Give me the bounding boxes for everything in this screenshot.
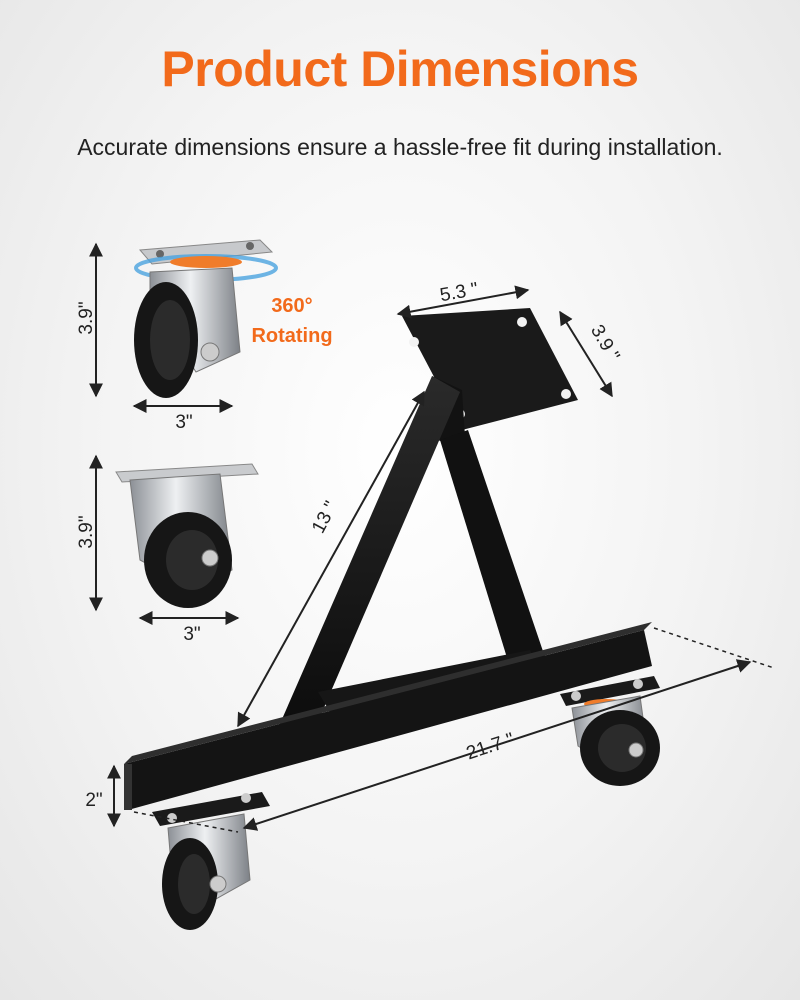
rotation-text-label: Rotating: [251, 325, 332, 347]
plate-width-label: 5.3 ": [438, 279, 480, 306]
base-length-label: 21.7 ": [464, 729, 517, 764]
swivel-width-label: 3": [175, 412, 192, 433]
base-height-label: 2": [85, 790, 102, 811]
fixed-caster: [115, 463, 259, 608]
plate-depth-label: 3.9 ": [586, 321, 623, 365]
page-title: Product Dimensions: [161, 41, 639, 97]
rotation-degrees-label: 360°: [271, 295, 312, 317]
swivel-caster: [134, 239, 278, 398]
page-subtitle: Accurate dimensions ensure a hassle-free…: [77, 134, 723, 160]
fixed-height-label: 3.9": [76, 515, 97, 548]
fixed-width-label: 3": [183, 624, 200, 645]
swivel-height-label: 3.9": [76, 301, 97, 334]
stand-caster-left: [152, 792, 270, 930]
stand-caster-right: [560, 676, 660, 786]
arm-length-label: 13 ": [308, 498, 342, 537]
